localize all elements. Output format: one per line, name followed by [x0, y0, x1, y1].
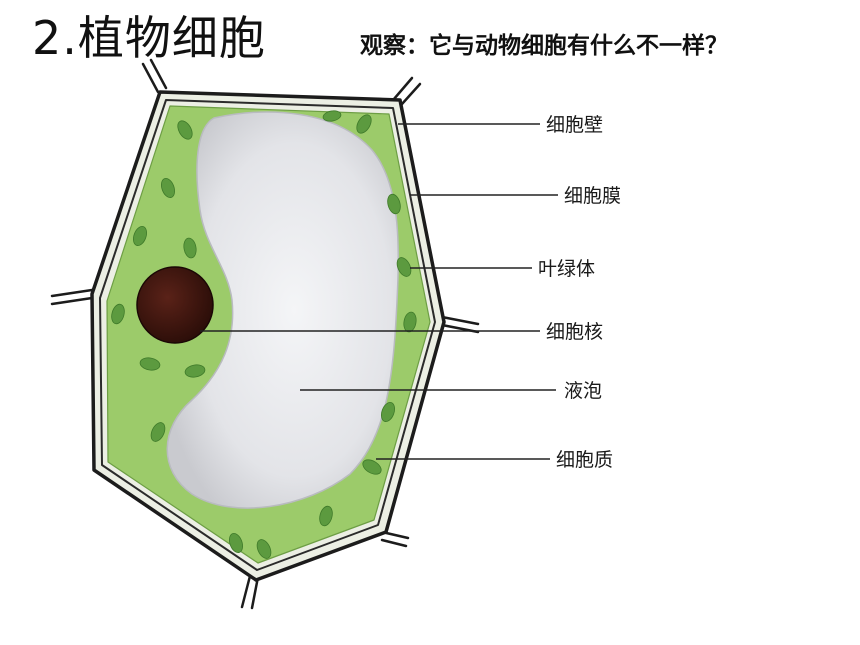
chloroplast	[111, 303, 125, 325]
chloroplast	[139, 357, 161, 371]
label-chloroplast: 叶绿体	[538, 258, 595, 280]
chloroplast	[322, 110, 342, 122]
label-cytoplasm: 细胞质	[556, 449, 613, 471]
chloroplast	[184, 364, 206, 378]
chloroplast	[319, 505, 333, 527]
chloroplast	[396, 257, 412, 277]
chloroplast	[161, 177, 175, 199]
chloroplast	[183, 237, 197, 259]
chloroplast	[362, 459, 382, 475]
label-nucleus: 细胞核	[546, 321, 603, 343]
slide-title: 2.植物细胞	[32, 11, 266, 65]
label-vacuole: 液泡	[564, 380, 602, 402]
label-cell-membrane: 细胞膜	[564, 185, 621, 207]
vacuole	[166, 111, 399, 509]
chloroplast	[381, 401, 395, 423]
chloroplasts	[111, 110, 417, 559]
leader-lines	[200, 123, 558, 460]
chloroplast	[133, 225, 147, 247]
cell-membrane	[99, 99, 436, 571]
chloroplast	[356, 114, 372, 134]
chloroplast	[229, 532, 243, 554]
chloroplast	[150, 422, 166, 442]
chloroplast	[177, 120, 193, 140]
chloroplast	[387, 193, 401, 215]
nucleus	[136, 266, 214, 344]
chloroplast	[256, 539, 272, 559]
chloroplast	[403, 311, 417, 333]
label-cell-wall: 细胞壁	[546, 114, 603, 136]
slide-question: 观察：它与动物细胞有什么不一样？	[360, 32, 728, 59]
